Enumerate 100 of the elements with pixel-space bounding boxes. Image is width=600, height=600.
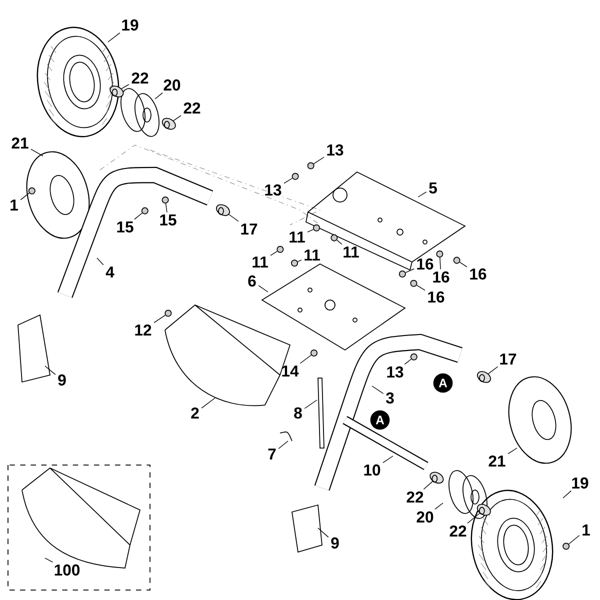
callout-number: 22 bbox=[450, 525, 466, 537]
callout-number: 22 bbox=[184, 102, 200, 114]
callout-number: 16 bbox=[433, 271, 450, 283]
fastener-drawing bbox=[453, 256, 460, 264]
fastener-drawing bbox=[398, 270, 406, 278]
fastener-drawing bbox=[276, 246, 284, 253]
callout-number: 16 bbox=[428, 291, 444, 303]
callout-number: 100 bbox=[54, 564, 80, 576]
leader-line bbox=[284, 178, 293, 184]
callout-number: 20 bbox=[164, 79, 180, 91]
callout-number: 9 bbox=[331, 537, 339, 549]
leader-line bbox=[372, 386, 384, 394]
callout-number: 16 bbox=[417, 258, 434, 270]
leader-line bbox=[228, 214, 239, 222]
fastener-drawing bbox=[410, 280, 418, 287]
leader-line bbox=[304, 400, 318, 409]
leader-line bbox=[440, 257, 441, 270]
leader-line bbox=[258, 285, 268, 292]
callout-number: 3 bbox=[386, 392, 394, 404]
fastener-drawing bbox=[307, 162, 314, 170]
callout-number: 17 bbox=[241, 224, 258, 234]
leader-line bbox=[336, 240, 342, 245]
callout-number: 22 bbox=[132, 72, 148, 84]
callout-number: 11 bbox=[290, 232, 305, 242]
leader-line bbox=[307, 229, 314, 232]
leader-line bbox=[488, 366, 498, 374]
callout-number: 20 bbox=[416, 511, 434, 523]
callout-letter: A bbox=[433, 373, 453, 393]
leader-line bbox=[96, 258, 104, 266]
callout-number: 1 bbox=[582, 524, 590, 536]
callout-number: 14 bbox=[282, 366, 299, 376]
fastener-drawing bbox=[164, 310, 172, 317]
fastener-drawing bbox=[292, 172, 299, 180]
leader-line bbox=[173, 115, 182, 122]
callout-number: 11 bbox=[344, 246, 359, 258]
bushing-drawing bbox=[477, 371, 491, 383]
callout-number: 1 bbox=[10, 200, 18, 210]
callout-number: 2 bbox=[191, 407, 199, 419]
callout-number: 21 bbox=[12, 137, 28, 149]
callout-letter: A bbox=[370, 410, 390, 430]
bushing-drawing bbox=[476, 504, 491, 516]
fastener-drawing bbox=[312, 224, 320, 232]
leader-line bbox=[318, 528, 329, 538]
bushing-drawing bbox=[110, 86, 124, 98]
fastener-drawing bbox=[141, 207, 148, 214]
fastener-drawing bbox=[436, 250, 444, 258]
leader-line bbox=[44, 558, 54, 563]
leader-line bbox=[20, 192, 30, 200]
leader-line bbox=[154, 314, 166, 324]
callout-number: 15 bbox=[117, 221, 134, 233]
leader-line bbox=[418, 192, 427, 198]
fastener-drawing bbox=[28, 187, 36, 194]
leader-line bbox=[434, 502, 444, 510]
leader-line bbox=[108, 32, 120, 42]
callout-number: 8 bbox=[294, 407, 302, 419]
leader-line bbox=[270, 250, 278, 256]
callout-number: 9 bbox=[58, 374, 66, 386]
callout-number: 12 bbox=[135, 324, 152, 336]
callout-number: 13 bbox=[327, 144, 344, 156]
callout-number: 11 bbox=[304, 250, 320, 260]
fastener-drawing bbox=[410, 353, 418, 360]
leader-line bbox=[300, 354, 312, 364]
callout-number: 5 bbox=[429, 182, 437, 194]
leader-line bbox=[404, 358, 412, 365]
leader-line bbox=[165, 203, 168, 213]
leader-line bbox=[154, 92, 163, 100]
callout-number: 17 bbox=[500, 354, 516, 364]
leader-line bbox=[44, 366, 56, 375]
leader-line bbox=[508, 448, 518, 454]
callout-number: 7 bbox=[268, 448, 276, 460]
leader-line bbox=[416, 284, 426, 291]
callout-number: 6 bbox=[248, 275, 256, 287]
leader-line bbox=[313, 156, 324, 164]
callout-number: 4 bbox=[106, 266, 114, 278]
bushing-drawing bbox=[216, 204, 230, 216]
callout-number: 21 bbox=[488, 455, 506, 467]
callout-number: 13 bbox=[387, 366, 404, 378]
leader-line bbox=[467, 512, 480, 524]
leader-line bbox=[405, 268, 414, 273]
leader-line bbox=[134, 212, 143, 220]
callout-number: 13 bbox=[265, 184, 282, 196]
fastener-drawing bbox=[562, 542, 570, 550]
leader-line bbox=[382, 456, 394, 464]
callout-number: 19 bbox=[122, 19, 138, 31]
callout-number: 22 bbox=[406, 491, 424, 503]
bushing-drawing bbox=[162, 118, 176, 130]
fastener-drawing bbox=[162, 196, 169, 204]
leader-line bbox=[459, 262, 468, 268]
leader-line bbox=[30, 148, 44, 156]
callout-number: 11 bbox=[252, 256, 268, 268]
leader-line bbox=[121, 84, 130, 90]
leader-line bbox=[201, 398, 216, 408]
leader-line bbox=[278, 440, 288, 449]
bushing-drawing bbox=[430, 472, 444, 484]
leader-line bbox=[423, 480, 434, 490]
fastener-drawing bbox=[330, 234, 338, 242]
callout-number: 19 bbox=[572, 477, 588, 489]
fastener-drawing bbox=[290, 260, 298, 267]
leader-line bbox=[297, 260, 302, 262]
callout-number: 15 bbox=[160, 214, 176, 226]
